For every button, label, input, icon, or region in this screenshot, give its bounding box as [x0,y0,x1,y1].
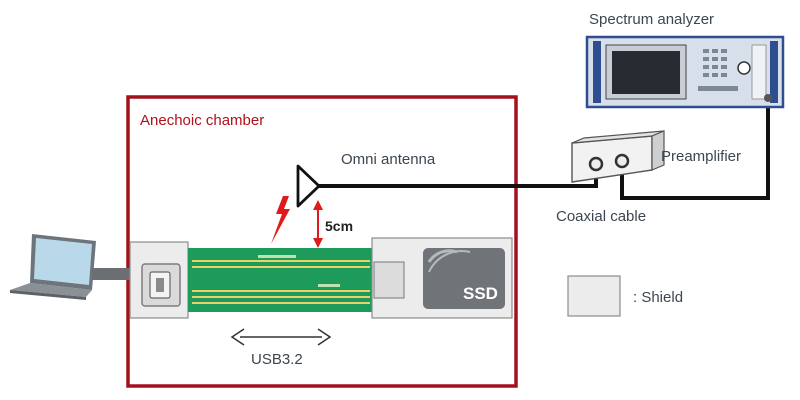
spectrum-analyzer-icon [585,35,785,109]
anechoic-chamber-title: Anechoic chamber [140,112,265,129]
preamplifier-label: Preamplifier [661,148,742,165]
omni-antenna-label: Omni antenna [341,151,436,168]
laptop-icon [10,234,96,300]
distance-label: 5cm [325,218,354,234]
anechoic-chamber-frame [126,95,518,388]
usb-c-connector-icon [141,263,181,307]
ssd-drive-icon [423,248,505,309]
host-cable [92,268,132,280]
shield-legend-label: : Shield [633,289,684,306]
coaxial-cable-label: Coaxial cable [556,208,647,225]
ssd-label: SSD [463,284,498,303]
ssd-connector [373,261,405,299]
omni-antenna-icon [296,164,321,208]
spectrum-analyzer-label: Spectrum analyzer [589,11,715,28]
analyzer-cable [620,104,770,200]
usb-label: USB3.2 [251,351,303,368]
usb-data-arrow [230,328,332,346]
emission-lightning-icon [271,196,290,244]
distance-arrow [313,200,323,248]
preamplifier-icon [571,130,665,183]
pcb-board [188,248,372,312]
legend-shield-swatch [567,275,621,317]
